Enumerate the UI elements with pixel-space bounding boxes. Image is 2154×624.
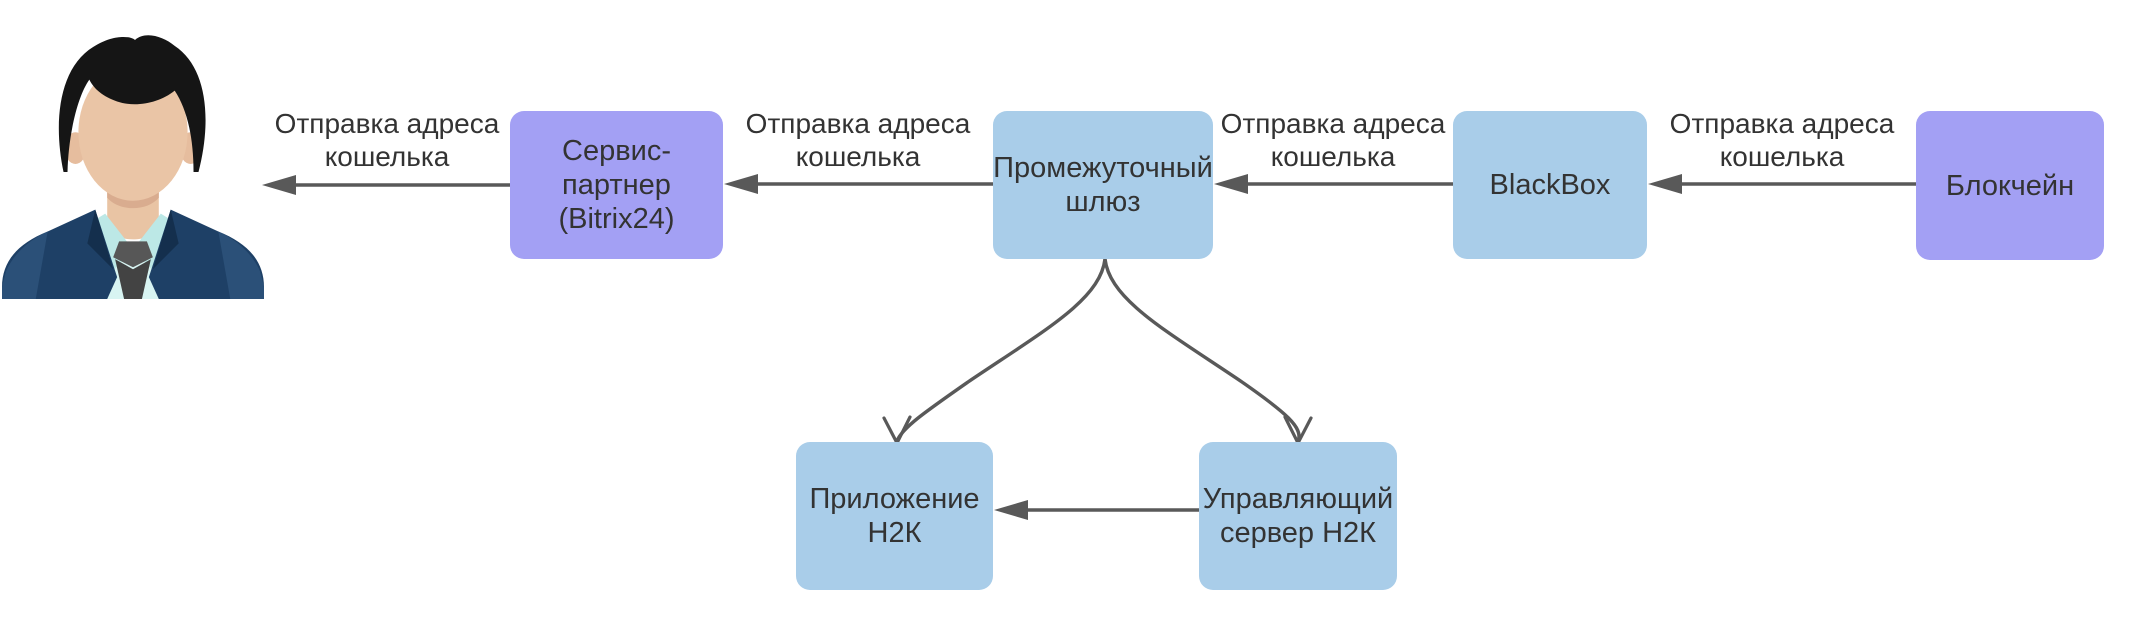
arrow-gateway-to-h2k-server [1103,258,1313,445]
arrow-blackbox-to-gateway [1214,174,1453,194]
arrow-gateway-to-h2k-app [882,258,1107,445]
node-h2k-server: Управляющий сервер Н2К [1199,442,1397,590]
node-blockchain: Блокчейн [1916,111,2104,260]
edge-label-service-partner-to-user: Отправка адреса кошелька [274,108,500,172]
node-blackbox: BlackBox [1453,111,1647,259]
edge-label-blockchain-to-blackbox: Отправка адреса кошелька [1669,108,1895,172]
arrow-h2k-server-to-h2k-app [994,500,1199,520]
arrow-blockchain-to-blackbox [1648,174,1916,194]
person-avatar [2,35,264,299]
node-label: Блокчейн [1945,169,2075,202]
edge-label-gateway-to-service-partner: Отправка адреса кошелька [745,108,971,172]
edge-label-blackbox-to-gateway: Отправка адреса кошелька [1220,108,1446,172]
arrow-service-partner-to-user [262,175,510,195]
node-gateway: Промежуточный шлюз [993,111,1213,259]
node-label: Приложение Н2К [809,483,980,549]
arrow-gateway-to-service-partner [724,174,993,194]
node-label: Сервис-партнер (Bitrix24) [558,135,675,235]
node-label: BlackBox [1489,169,1611,201]
node-label: Управляющий сервер Н2К [1202,483,1394,549]
node-h2k-app: Приложение Н2К [796,442,993,590]
node-service-partner: Сервис-партнер (Bitrix24) [510,111,723,259]
node-label: Промежуточный шлюз [993,152,1213,218]
